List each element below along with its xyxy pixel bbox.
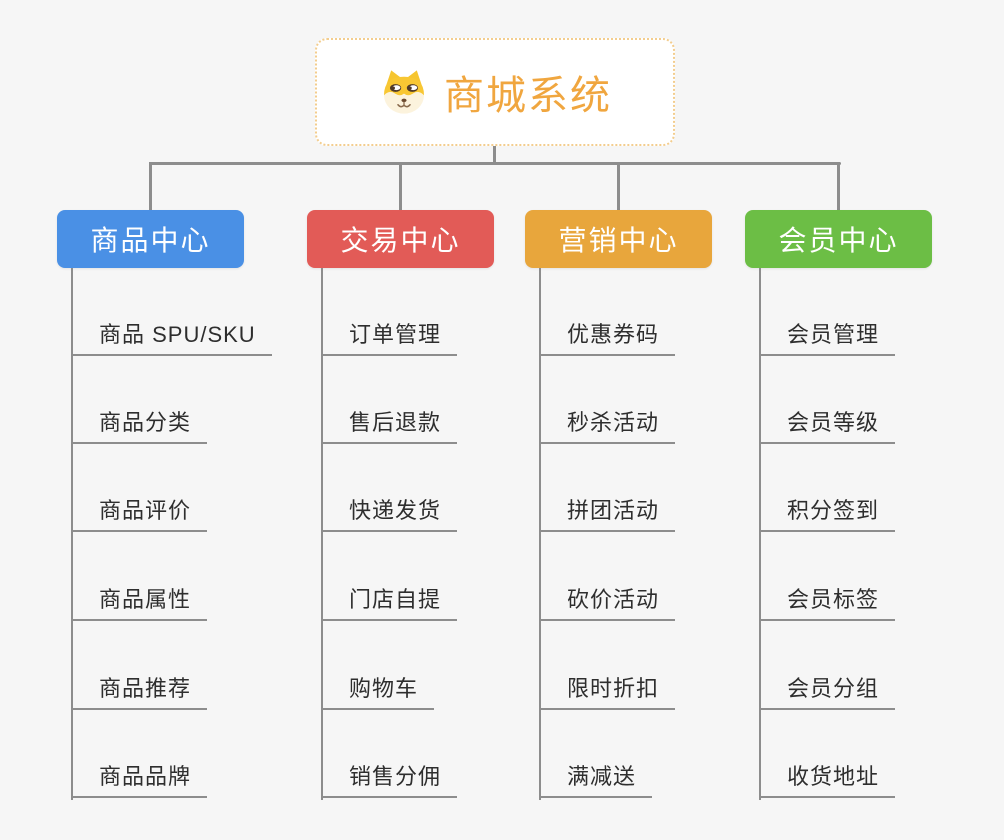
branch-drop-line [149,162,152,210]
branch-drop-line [837,162,840,210]
leaf-node[interactable]: 优惠券码 [539,324,676,356]
branch-node-2[interactable]: 交易中心 [307,210,494,268]
leaf-node[interactable]: 门店自提 [321,589,458,621]
branch-trunk-line [321,268,323,800]
leaf-node[interactable]: 销售分佣 [321,766,458,798]
root-node-mall-system[interactable]: 商城系统 [315,38,675,146]
leaf-node[interactable]: 商品推荐 [71,678,208,710]
leaf-node[interactable]: 商品评价 [71,500,208,532]
leaf-node[interactable]: 订单管理 [321,324,458,356]
branch-node-3[interactable]: 营销中心 [525,210,712,268]
root-connector-line [493,146,496,165]
leaf-node[interactable]: 收货地址 [759,766,896,798]
branch-label: 商品中心 [90,225,211,256]
branch-trunk-line [539,268,541,800]
leaf-node[interactable]: 会员分组 [759,678,896,710]
leaf-node[interactable]: 商品属性 [71,589,208,621]
branch-node-1[interactable]: 商品中心 [57,210,244,268]
leaf-node[interactable]: 会员等级 [759,412,896,444]
leaf-node[interactable]: 积分签到 [759,500,896,532]
leaf-node[interactable]: 砍价活动 [539,589,676,621]
branch-label: 会员中心 [778,225,899,256]
shiba-dog-icon [378,68,430,116]
leaf-node[interactable]: 限时折扣 [539,678,676,710]
leaf-node[interactable]: 满减送 [539,766,653,798]
branch-label: 交易中心 [340,225,461,256]
branch-drop-line [399,162,402,210]
root-title: 商城系统 [444,74,612,118]
leaf-node[interactable]: 快递发货 [321,500,458,532]
leaf-node[interactable]: 售后退款 [321,412,458,444]
leaf-node[interactable]: 商品品牌 [71,766,208,798]
branch-spine-line [149,162,841,165]
leaf-node[interactable]: 购物车 [321,678,435,710]
leaf-node[interactable]: 会员标签 [759,589,896,621]
branch-trunk-line [759,268,761,800]
leaf-node[interactable]: 秒杀活动 [539,412,676,444]
branch-node-4[interactable]: 会员中心 [745,210,932,268]
leaf-node[interactable]: 商品 SPU/SKU [71,324,272,356]
branch-label: 营销中心 [558,225,679,256]
branch-drop-line [617,162,620,210]
leaf-node[interactable]: 商品分类 [71,412,208,444]
leaf-node[interactable]: 拼团活动 [539,500,676,532]
branch-trunk-line [71,268,73,800]
leaf-node[interactable]: 会员管理 [759,324,896,356]
